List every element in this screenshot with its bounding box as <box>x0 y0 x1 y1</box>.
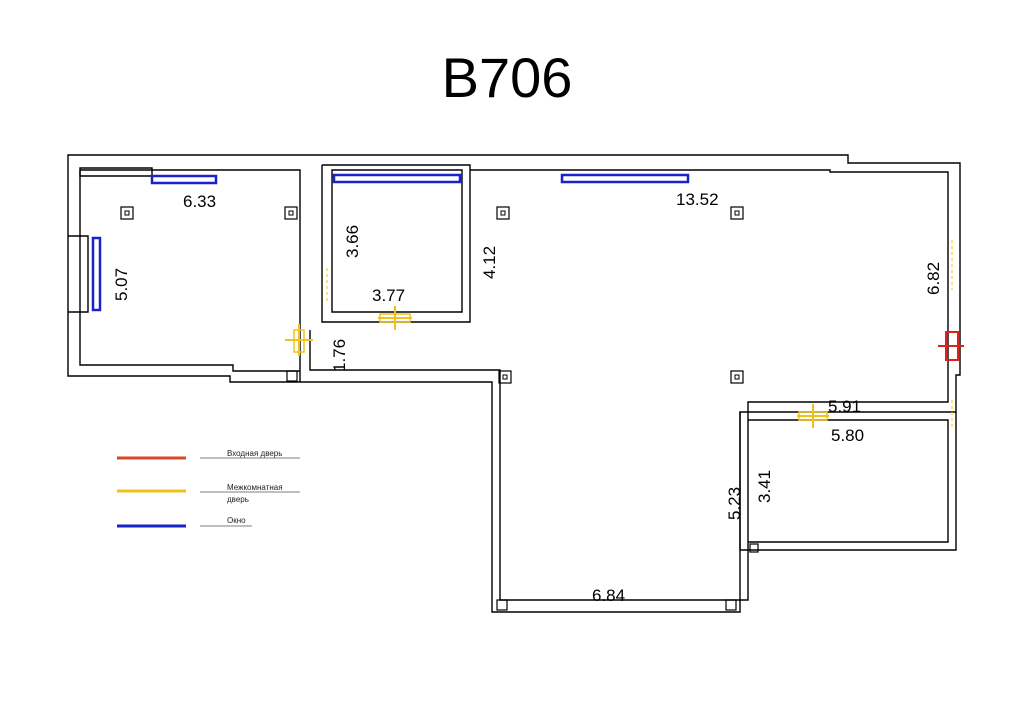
dim-room3-top-inner: 5.80 <box>831 426 864 445</box>
window-room1-left <box>91 236 102 312</box>
windows <box>91 173 690 312</box>
dim-main-bottom: 6.84 <box>592 586 625 605</box>
entrance-door <box>938 331 964 361</box>
legend-label: Входная дверь <box>227 449 282 458</box>
interior-doors <box>285 240 953 430</box>
column-marker <box>120 206 134 220</box>
dim-main-lower-left: 5.23 <box>725 487 744 520</box>
column-marker <box>284 206 298 220</box>
column-marker <box>749 543 759 553</box>
dim-room1-width: 6.33 <box>183 192 216 211</box>
dim-room3-height: 3.41 <box>755 470 774 503</box>
dim-room3-top-outer: 5.91 <box>828 397 861 416</box>
column-marker <box>730 370 744 384</box>
dim-main-right: 6.82 <box>924 262 943 295</box>
column-marker <box>730 206 744 220</box>
room2-outer <box>321 164 471 323</box>
legend-item-window: Окно <box>117 516 252 528</box>
bay-left <box>68 235 89 313</box>
outer-wall-contour <box>67 154 961 613</box>
dim-main-left: 4.12 <box>480 246 499 279</box>
interior-door-room1 <box>285 324 313 356</box>
dim-main-width: 13.52 <box>676 190 719 209</box>
column-marker <box>496 599 508 611</box>
room3-wall <box>739 412 957 551</box>
window-room2-top <box>332 173 462 184</box>
column-marker <box>498 370 512 384</box>
legend: Входная дверь Межкомнатная дверь Окно <box>117 449 300 528</box>
dim-room2-height: 3.66 <box>343 225 362 258</box>
plan-title: B706 <box>441 46 573 109</box>
room1-inner <box>79 169 301 382</box>
walls <box>67 154 961 613</box>
dimension-labels: 6.33 5.07 3.66 3.77 1.76 4.12 13.52 6.82… <box>112 190 943 605</box>
main-inner <box>309 169 949 601</box>
legend-label: Межкомнатная <box>227 483 283 492</box>
column-marker <box>725 599 737 611</box>
dim-room1-height: 5.07 <box>112 268 131 301</box>
dim-corridor: 1.76 <box>330 339 349 372</box>
interior-door-room3 <box>797 404 829 428</box>
legend-label: Окно <box>227 516 246 525</box>
legend-item-interior-door: Межкомнатная дверь <box>117 483 300 504</box>
legend-label-line2: дверь <box>227 495 249 504</box>
inner-wall-contour <box>79 167 153 177</box>
legend-item-entrance-door: Входная дверь <box>117 449 300 460</box>
room2-inner <box>331 169 463 313</box>
interior-door-room2 <box>378 306 412 330</box>
column-marker <box>286 370 298 382</box>
room3-inner <box>748 419 949 543</box>
dim-room2-width: 3.77 <box>372 286 405 305</box>
column-marker <box>496 206 510 220</box>
window-room1-top <box>150 174 218 185</box>
window-main-top <box>560 173 690 184</box>
columns <box>120 206 759 611</box>
